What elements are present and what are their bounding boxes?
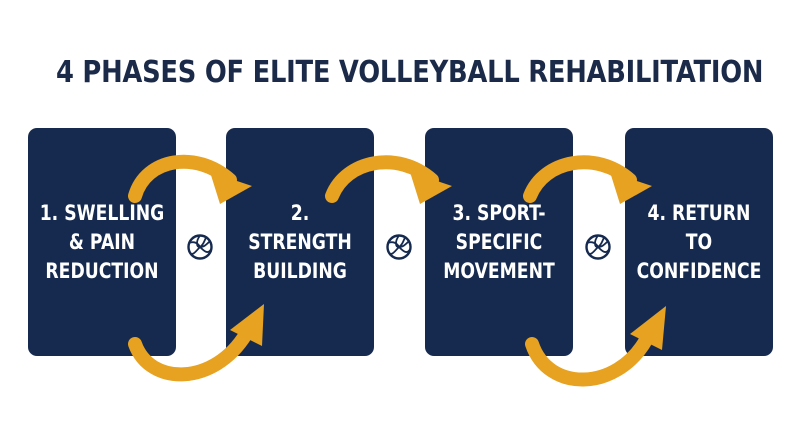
phase-label-line: 4. RETURN [647,200,751,225]
phase-card-3: 3. SPORT- SPECIFIC MOVEMENT [425,128,573,356]
phase-label-4: 4. RETURN TO CONFIDENCE [633,199,764,286]
phase-label-2: 2. STRENGTH BUILDING [234,199,365,286]
phase-label-1: 1. SWELLING & PAIN REDUCTION [36,199,167,286]
volleyball-icon [386,234,412,260]
phase-label-line: & PAIN [68,229,136,254]
phase-label-line: 3. SPORT- [452,200,546,225]
phase-card-1: 1. SWELLING & PAIN REDUCTION [28,128,176,356]
phase-label-3: 3. SPORT- SPECIFIC MOVEMENT [433,199,564,286]
page-title: 4 PHASES OF ELITE VOLLEYBALL REHABILITAT… [56,55,764,90]
volleyball-icon [585,234,611,260]
phase-label-line: 1. SWELLING [39,200,165,225]
phase-label-line: STRENGTH [248,229,352,254]
phase-label-line: REDUCTION [45,258,159,283]
phase-label-line: SPECIFIC [455,229,543,254]
phase-card-2: 2. STRENGTH BUILDING [226,128,374,356]
phase-card-4: 4. RETURN TO CONFIDENCE [625,128,773,356]
phase-label-line: CONFIDENCE [636,258,762,283]
phase-label-line: MOVEMENT [443,258,555,283]
phase-label-line: BUILDING [253,258,347,283]
volleyball-icon [187,234,213,260]
phase-label-line: 2. [290,200,310,225]
phase-label-line: TO [685,229,713,254]
